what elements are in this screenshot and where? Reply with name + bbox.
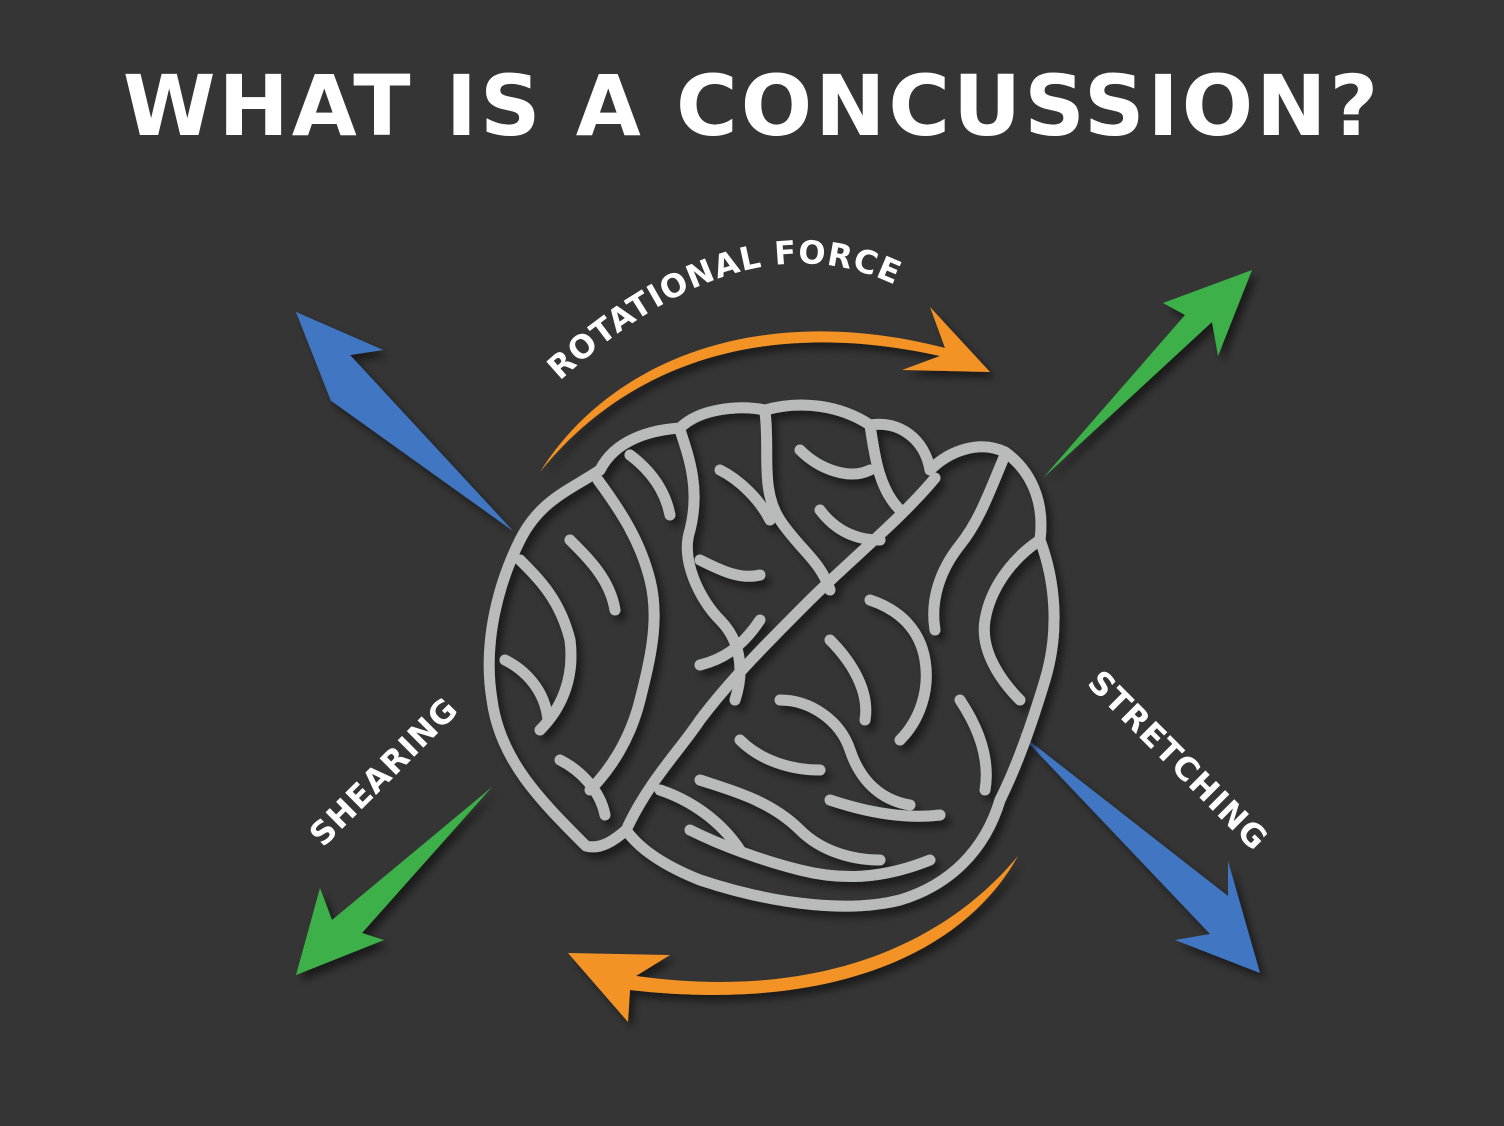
brain-icon [483, 399, 1060, 912]
page-title: WHAT IS A CONCUSSION? [122, 57, 1382, 155]
blue-arrow-lower-right-icon [1018, 732, 1260, 973]
stretching-label: STRETCHING [1080, 663, 1275, 858]
shearing-label: SHEARING [302, 690, 466, 854]
green-arrow-upper-right-icon [1043, 270, 1252, 478]
orange-curved-arrow-bottom-icon [568, 856, 1018, 1022]
green-arrow-lower-left-icon [296, 787, 492, 975]
rotational-force-label: ROTATIONAL FORCE [540, 233, 908, 387]
orange-curved-arrow-top-icon [540, 307, 990, 472]
blue-arrow-upper-left-icon [296, 312, 513, 531]
